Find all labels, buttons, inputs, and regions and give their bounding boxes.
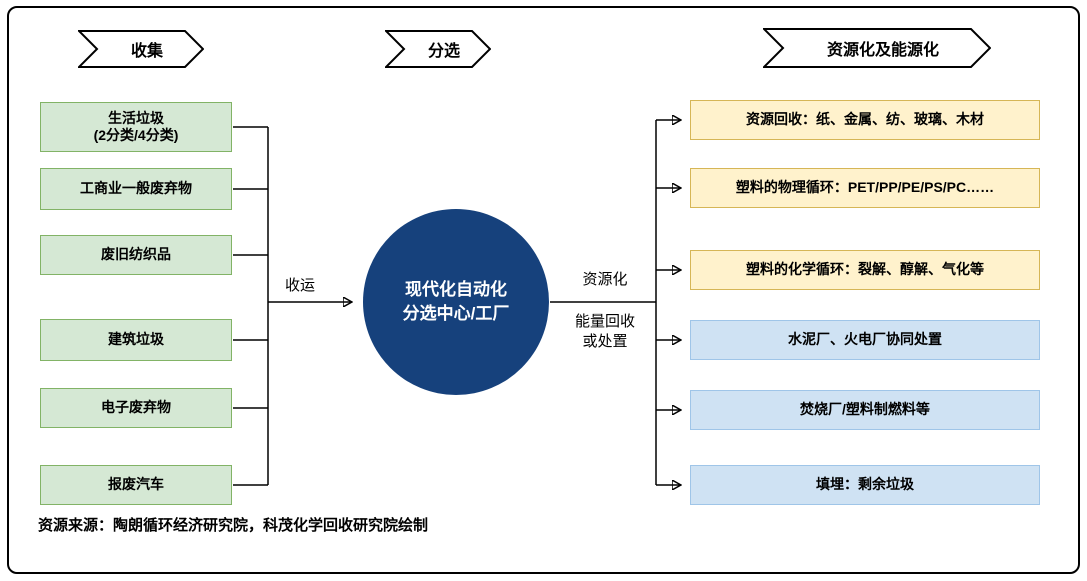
source-box-label: 报废汽车 <box>108 476 164 493</box>
outcome-box-cement-power-codisposal: 水泥厂、火电厂协同处置 <box>690 320 1040 360</box>
source-box-label: 电子废弃物 <box>101 399 171 416</box>
source-box-household-waste: 生活垃圾 (2分类/4分类) <box>40 102 232 152</box>
diagram-border <box>7 6 1080 574</box>
stage-chevron-collection: 收集 <box>78 30 204 68</box>
source-box-label: 生活垃圾 (2分类/4分类) <box>93 109 179 144</box>
source-attribution: 资源来源：陶朗循环经济研究院，科茂化学回收研究院绘制 <box>38 517 429 534</box>
sorting-center-circle: 现代化自动化 分选中心/工厂 <box>363 209 549 395</box>
source-box-label: 废旧纺织品 <box>101 246 171 263</box>
outcome-box-landfill: 填埋：剩余垃圾 <box>690 465 1040 505</box>
stage-chevron-sorting: 分选 <box>385 30 491 68</box>
stage-chevron-recovery: 资源化及能源化 <box>763 28 991 68</box>
source-box-commercial-waste: 工商业一般废弃物 <box>40 168 232 210</box>
outcome-box-label: 焚烧厂/塑料制燃料等 <box>800 401 930 418</box>
source-box-scrap-cars: 报废汽车 <box>40 465 232 505</box>
flow-label-resourceization: 资源化 <box>582 271 628 288</box>
outcome-box-label: 塑料的化学循环：裂解、醇解、气化等 <box>746 261 984 278</box>
stage-label-recovery: 资源化及能源化 <box>826 42 939 59</box>
stage-label-sorting: 分选 <box>427 43 460 60</box>
outcome-box-plastics-chemical-recycling: 塑料的化学循环：裂解、醇解、气化等 <box>690 250 1040 290</box>
sorting-center-label: 现代化自动化 分选中心/工厂 <box>402 280 510 323</box>
outcome-box-resource-recovery: 资源回收：纸、金属、纺、玻璃、木材 <box>690 100 1040 140</box>
outcome-box-incineration: 焚烧厂/塑料制燃料等 <box>690 390 1040 430</box>
source-box-waste-textiles: 废旧纺织品 <box>40 235 232 275</box>
source-box-construction-waste: 建筑垃圾 <box>40 319 232 361</box>
chevron-arrow-icon <box>763 28 991 68</box>
flow-label-collect-transport: 收运 <box>284 277 315 294</box>
outcome-box-plastics-physical-recycling: 塑料的物理循环：PET/PP/PE/PS/PC…… <box>690 168 1040 208</box>
outcome-box-label: 填埋：剩余垃圾 <box>816 476 914 493</box>
source-box-label: 建筑垃圾 <box>108 331 164 348</box>
outcome-box-label: 塑料的物理循环：PET/PP/PE/PS/PC…… <box>735 179 995 196</box>
chevron-arrow-icon <box>78 30 204 68</box>
stage-label-collection: 收集 <box>130 43 163 60</box>
outcome-box-label: 资源回收：纸、金属、纺、玻璃、木材 <box>746 111 984 128</box>
source-box-label: 工商业一般废弃物 <box>80 180 192 197</box>
outcome-box-label: 水泥厂、火电厂协同处置 <box>788 331 942 348</box>
source-box-e-waste: 电子废弃物 <box>40 388 232 428</box>
chevron-arrow-icon <box>385 30 491 68</box>
flow-label-energy-recovery: 能量回收 或处置 <box>574 313 635 350</box>
